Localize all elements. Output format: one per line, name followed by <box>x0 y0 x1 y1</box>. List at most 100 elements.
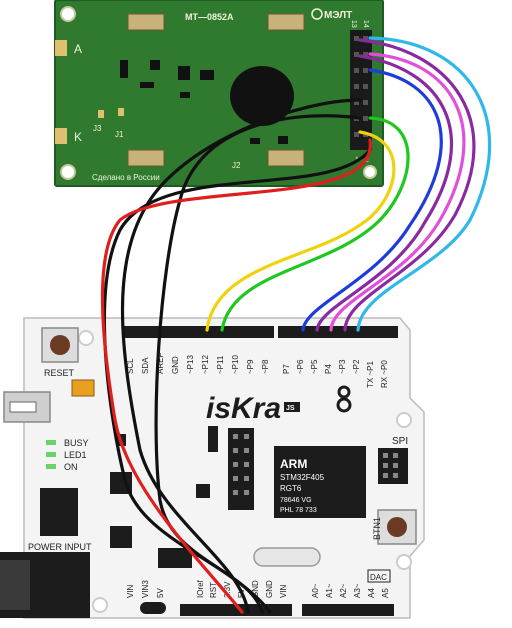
svg-text:TX ~P1: TX ~P1 <box>366 361 375 388</box>
wire-magenta <box>329 52 466 332</box>
wires <box>100 36 492 614</box>
svg-text:~P12: ~P12 <box>201 355 210 374</box>
chip-line-code: 78646 VG <box>280 497 312 504</box>
logo-sub: JS <box>286 405 295 412</box>
wire-black-3 <box>120 98 362 614</box>
svg-text:A2~: A2~ <box>339 583 348 598</box>
chip-line-batch: PHL 78 733 <box>280 507 317 514</box>
jumper-j3-label: J3 <box>93 124 102 133</box>
lcd-module: A K MT—0852A МЭЛТ J3 J1 J2 Сделано в Рос… <box>54 0 384 187</box>
spi-label: SPI <box>392 436 408 447</box>
svg-text:3.3V: 3.3V <box>223 581 232 598</box>
svg-text:~P8: ~P8 <box>261 359 270 374</box>
bottom-power-vin: VIN <box>126 584 135 598</box>
led-led1-label: LED1 <box>64 450 87 460</box>
power-jack-edge <box>0 560 30 610</box>
svg-text:~P10: ~P10 <box>231 355 240 374</box>
top-header-right-labels: P7 ~P6 ~P5 P4 ~P3 ~P2 TX ~P1 RX ~P0 <box>282 359 389 388</box>
wire-blue <box>301 68 443 332</box>
jumper-j1-pad <box>118 108 124 116</box>
svg-text:A5: A5 <box>381 588 390 598</box>
bottom-header-analog <box>302 604 394 616</box>
svg-text:GND: GND <box>251 580 260 598</box>
svg-text:AREF: AREF <box>156 353 165 374</box>
chip-line-model: STM32F405 <box>280 473 325 482</box>
pad-a <box>55 40 67 56</box>
lcd-pin-13: 13 <box>350 20 357 28</box>
lcd-made-in: Сделано в России <box>92 173 160 182</box>
spi-pins <box>383 453 398 478</box>
voltage-regulator <box>40 488 78 536</box>
pad-k <box>55 128 67 144</box>
wire-green <box>220 116 410 332</box>
board-hole <box>92 597 108 613</box>
jumper-j3-pad <box>98 110 104 118</box>
orange-component <box>71 379 95 397</box>
chip-line-arm: ARM <box>280 457 307 471</box>
lcd-pcb <box>54 0 384 187</box>
iskra-board: RESET BUSY LED1 ON POWER INPUT <box>0 317 425 619</box>
svg-text:RST: RST <box>209 582 218 598</box>
power-select-jumper[interactable] <box>140 602 166 614</box>
svg-text:~P6: ~P6 <box>296 359 305 374</box>
top-header-left <box>122 326 274 338</box>
controller-blob <box>230 66 294 126</box>
jumper-j2-label: J2 <box>232 161 241 170</box>
bottom-power-5v: 5V <box>156 588 165 598</box>
lcd-tabs <box>127 13 305 167</box>
svg-text:A0~: A0~ <box>311 583 320 598</box>
svg-text:IOref: IOref <box>196 579 205 598</box>
crystal <box>253 547 321 567</box>
logo-sub-badge <box>284 402 300 412</box>
lcd-pin-14: 14 <box>362 20 369 28</box>
brand-logo-icon <box>311 8 323 20</box>
bottom-power-vin3: VIN3 <box>141 580 150 598</box>
chip-line-variant: RGT6 <box>280 484 302 493</box>
top-header-right <box>278 326 398 338</box>
svg-text:~P11: ~P11 <box>216 355 225 374</box>
svg-text:~P9: ~P9 <box>246 359 255 374</box>
status-leds <box>46 440 56 469</box>
lcd-brand: МЭЛТ <box>324 10 352 21</box>
pad-k-label: K <box>74 130 82 144</box>
wire-yellow <box>205 130 396 332</box>
reset-label: RESET <box>44 368 75 378</box>
wire-red <box>100 138 372 614</box>
usb-port <box>9 401 37 413</box>
jumper-j1-label: J1 <box>115 130 124 139</box>
icsp-pins <box>233 434 249 495</box>
wire-purple-1 <box>343 38 476 332</box>
svg-text:~P2: ~P2 <box>352 359 361 374</box>
dac-label: DAC <box>370 573 387 582</box>
lcd-model: MT—0852A <box>185 12 234 22</box>
btn1-button-cap[interactable] <box>387 517 407 537</box>
top-header-left-labels: SCL SDA AREF GND ~P13 ~P12 ~P11 ~P10 ~P9… <box>126 353 270 374</box>
svg-text:A3~: A3~ <box>353 583 362 598</box>
dac-badge <box>367 569 391 583</box>
svg-text:SDA: SDA <box>141 357 150 374</box>
svg-text:P7: P7 <box>282 364 291 374</box>
svg-text:P4: P4 <box>324 364 333 374</box>
lcd-hole <box>60 164 76 180</box>
pad-a-label: A <box>74 42 82 56</box>
reset-button-cap[interactable] <box>50 335 70 355</box>
board-hole <box>396 412 412 428</box>
svg-text:VIN: VIN <box>279 584 288 598</box>
mcu-chip <box>274 446 366 518</box>
lcd-hole <box>363 165 377 179</box>
btn1-label: BTN1 <box>372 517 382 540</box>
wire-cyan <box>356 36 492 332</box>
svg-text:A4: A4 <box>367 588 376 598</box>
amperka-logo-icon <box>336 385 352 413</box>
svg-text:~P13: ~P13 <box>186 355 195 374</box>
board-hole <box>78 330 94 346</box>
svg-text:SCL: SCL <box>126 358 135 374</box>
lcd-hole <box>60 6 76 22</box>
svg-text:RX ~P0: RX ~P0 <box>380 360 389 388</box>
svg-text:GND: GND <box>171 356 180 374</box>
led-busy-label: BUSY <box>64 438 89 448</box>
lcd-components <box>120 60 288 144</box>
svg-text:~P3: ~P3 <box>338 359 347 374</box>
svg-text:~P5: ~P5 <box>310 359 319 374</box>
led-on-label: ON <box>64 462 78 472</box>
